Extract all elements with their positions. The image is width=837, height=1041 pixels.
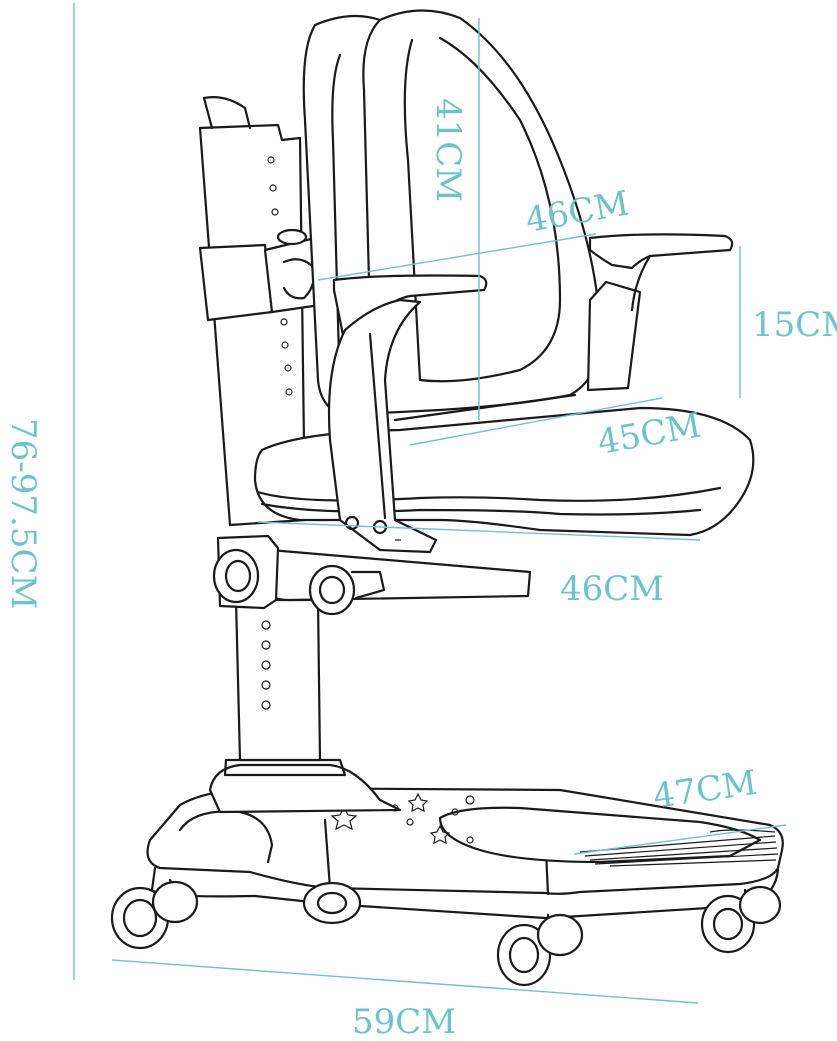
total-height-label: 76-97.5CM [3, 418, 43, 609]
back-post [198, 96, 322, 527]
seat-width-label: 46CM [560, 569, 664, 609]
seat-mechanism [212, 534, 532, 616]
seat-width-line [257, 521, 701, 541]
left-armrest [327, 274, 488, 554]
backrest-height-label: 41CM [428, 98, 468, 202]
footrest-width-line [573, 824, 787, 855]
caster-wheels [110, 878, 782, 987]
chair-drawing [110, 9, 784, 987]
right-armrest [586, 233, 734, 392]
seat-depth-line [409, 397, 663, 446]
backrest-width-line [317, 233, 597, 281]
base-width-line [111, 959, 699, 1004]
chair-base [146, 786, 784, 920]
base-width-label: 59CM [352, 1002, 456, 1041]
footrest-width-label: 47CM [651, 763, 760, 817]
footrest-grid [579, 829, 779, 867]
dimension-labels: 76-97.5CM 41CM 46CM 15CM 45CM 46CM 47CM … [3, 98, 837, 1041]
gas-column [208, 598, 402, 814]
armrest-height-label: 15CM [752, 305, 837, 345]
dimension-lines [73, 3, 787, 1004]
